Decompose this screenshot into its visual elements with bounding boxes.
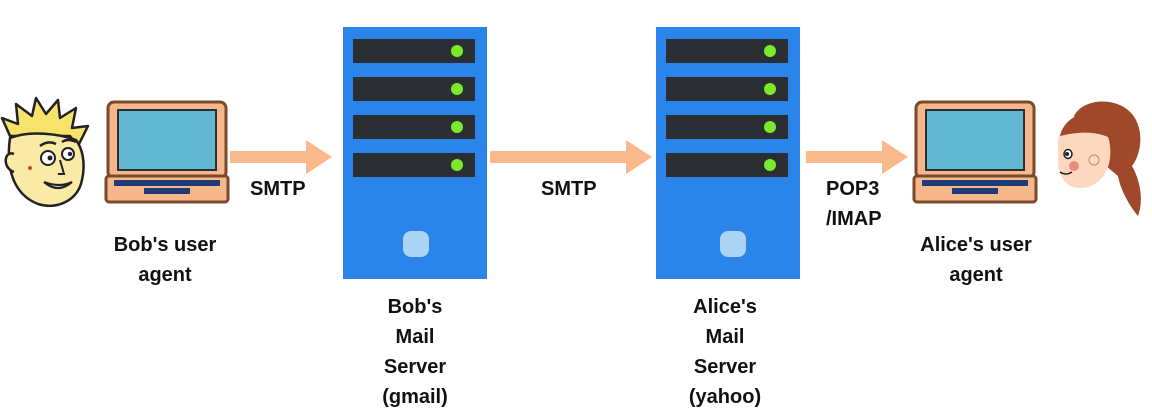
alice-agent-label: Alice's user agent (920, 234, 1032, 286)
laptop-icon (912, 100, 1038, 204)
edge-label-smtp-2: SMTP (541, 178, 597, 200)
power-button-icon (403, 231, 429, 257)
edge-label-smtp-1: SMTP (250, 178, 306, 200)
server-icon (343, 27, 487, 279)
arrow-bob-to-bob-server (230, 140, 332, 174)
man-face-icon (0, 96, 90, 207)
server-icon (656, 27, 800, 279)
laptop-icon (104, 100, 230, 204)
woman-face-icon (1058, 101, 1141, 216)
alice-server-label: Alice's Mail Server (yahoo) (688, 296, 762, 408)
bob-server-label: Bob's Mail Server (gmail) (382, 296, 448, 408)
arrow-alice-server-to-alice (806, 140, 908, 174)
bob-agent-label: Bob's user agent (113, 234, 217, 286)
edge-label-pop3-imap: POP3 /IMAP (826, 178, 882, 230)
power-button-icon (720, 231, 746, 257)
arrow-bob-server-to-alice-server (490, 140, 652, 174)
